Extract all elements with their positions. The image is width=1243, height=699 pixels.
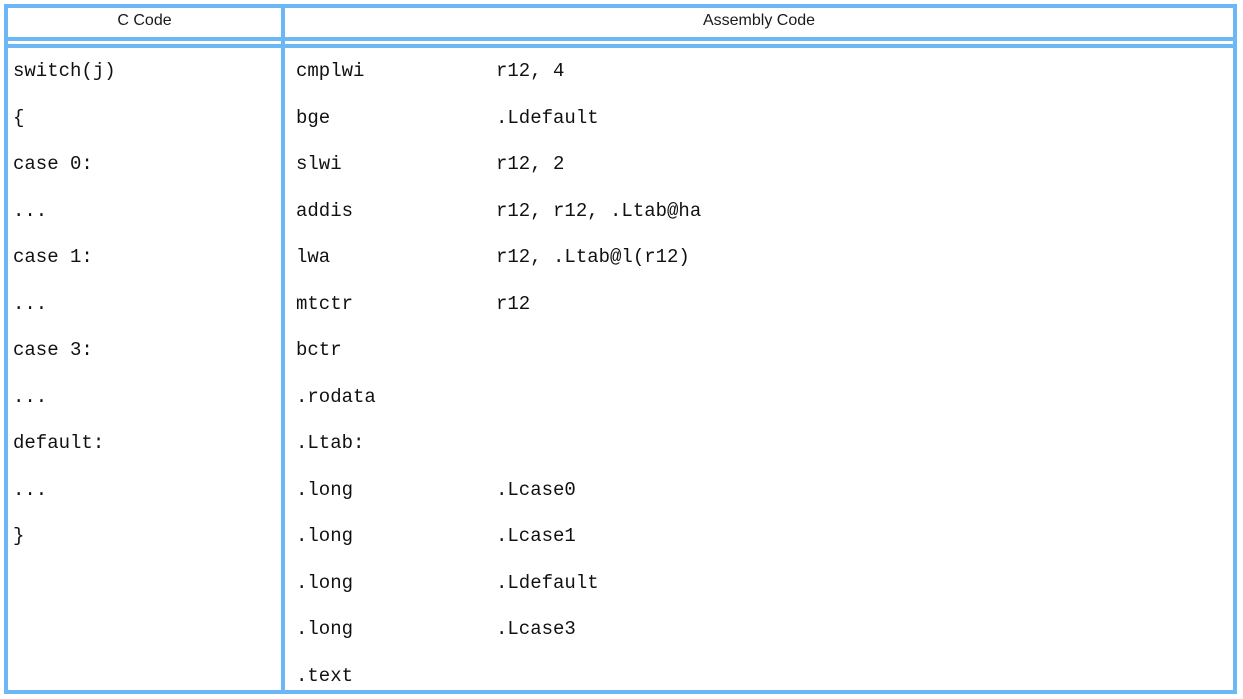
c-code-line: case 1:	[8, 234, 281, 281]
assembly-mnemonic: bge	[296, 95, 496, 142]
c-code-line: {	[8, 95, 281, 142]
assembly-mnemonic: lwa	[296, 234, 496, 281]
assembly-operand: .Lcase0	[496, 467, 576, 514]
assembly-code-line: .long.Lcase3	[285, 606, 1233, 653]
table-header-row: C Code Assembly Code	[4, 4, 1237, 37]
c-code-line: switch(j)	[8, 48, 281, 95]
c-code-line: ...	[8, 188, 281, 235]
column-header-assembly-code: Assembly Code	[285, 4, 1233, 37]
table-body: switch(j){case 0:...case 1:...case 3:...…	[4, 48, 1237, 690]
assembly-mnemonic: .Ltab:	[296, 420, 496, 467]
assembly-operand: .Ldefault	[496, 95, 599, 142]
assembly-mnemonic: .long	[296, 467, 496, 514]
c-code-line: case 3:	[8, 327, 281, 374]
assembly-operand: .Lcase3	[496, 606, 576, 653]
c-code-line: ...	[8, 467, 281, 514]
assembly-code-line: .long.Lcase1	[285, 513, 1233, 560]
assembly-operand: r12, .Ltab@l(r12)	[496, 234, 690, 281]
assembly-mnemonic: slwi	[296, 141, 496, 188]
assembly-mnemonic: .long	[296, 606, 496, 653]
assembly-operand: .Lcase1	[496, 513, 576, 560]
assembly-operand: r12, 2	[496, 141, 564, 188]
assembly-code-line: .long.Ldefault	[285, 560, 1233, 607]
c-code-column: switch(j){case 0:...case 1:...case 3:...…	[8, 48, 281, 690]
assembly-mnemonic: .text	[296, 653, 496, 699]
assembly-code-line: .rodata	[285, 374, 1233, 421]
assembly-mnemonic: addis	[296, 188, 496, 235]
assembly-mnemonic: .long	[296, 513, 496, 560]
column-header-c-code: C Code	[8, 4, 281, 37]
assembly-operand: .Ldefault	[496, 560, 599, 607]
assembly-mnemonic: bctr	[296, 327, 496, 374]
assembly-operand: r12	[496, 281, 530, 328]
assembly-mnemonic: .long	[296, 560, 496, 607]
c-code-line: }	[8, 513, 281, 560]
assembly-code-line: .Ltab:	[285, 420, 1233, 467]
assembly-operand: r12, r12, .Ltab@ha	[496, 188, 701, 235]
code-comparison-table: C Code Assembly Code switch(j){case 0:..…	[4, 4, 1237, 694]
assembly-code-line: bctr	[285, 327, 1233, 374]
assembly-code-line: .text	[285, 653, 1233, 699]
assembly-code-line: .long.Lcase0	[285, 467, 1233, 514]
assembly-code-line: bge.Ldefault	[285, 95, 1233, 142]
assembly-mnemonic: .rodata	[296, 374, 496, 421]
assembly-mnemonic: cmplwi	[296, 48, 496, 95]
c-code-line: default:	[8, 420, 281, 467]
c-code-line: ...	[8, 281, 281, 328]
c-code-line: case 0:	[8, 141, 281, 188]
assembly-operand: r12, 4	[496, 48, 564, 95]
c-code-line: ...	[8, 374, 281, 421]
header-separator-upper	[4, 37, 1237, 41]
assembly-mnemonic: mtctr	[296, 281, 496, 328]
